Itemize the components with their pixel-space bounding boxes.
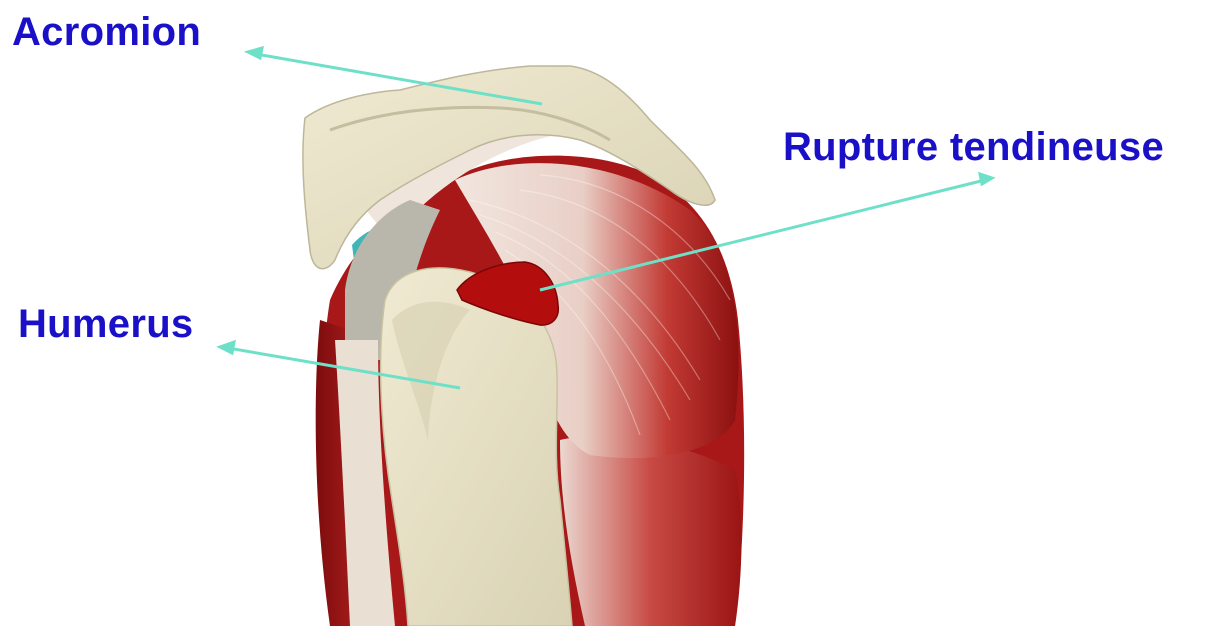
- teres-muscle: [560, 436, 741, 626]
- leader-arrow-humerus: [220, 342, 234, 353]
- label-humerus: Humerus: [18, 304, 193, 344]
- label-rupture-tendineuse: Rupture tendineuse: [783, 127, 1164, 167]
- leader-arrow-rupture: [980, 174, 992, 184]
- leader-arrow-acromion: [248, 48, 262, 58]
- label-acromion: Acromion: [12, 12, 201, 52]
